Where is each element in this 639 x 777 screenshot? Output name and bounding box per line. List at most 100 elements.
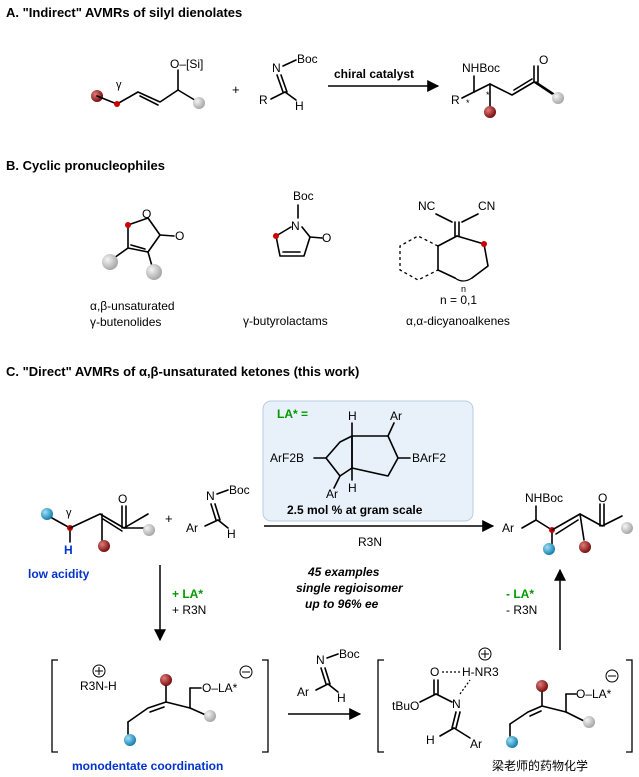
butenolide-label-2: γ-butenolides [90,315,161,329]
lactam-boc-label: Boc [293,189,314,203]
ring-size-label: n = 0,1 [440,293,477,307]
butenolide-gray-dot-2 [146,264,162,280]
boc-imine-mid: N Boc Ar H [297,647,360,705]
product-nhboc: NHBoc [462,61,500,75]
enolate-gray-dot [204,710,216,722]
regioisomer-label: single regioisomer [296,581,404,595]
bicyclic-borane-catalyst: H Ar Ar H [313,409,411,501]
alpha-red-dot [98,540,110,552]
butenolide: O O [102,207,184,280]
catalyst-ar-top: Ar [390,409,402,423]
mid-imine-ar: Ar [297,685,309,699]
silyl-dienolate: γ O–[Si] [91,57,205,109]
butenolide-gamma-marker [125,222,131,228]
imine-r-label: R [259,93,268,107]
lactam-gamma-marker [273,233,279,239]
catalyst-ar-bottom: Ar [326,487,338,501]
up-reagent-1: - LA* [506,587,534,601]
right-bracket-open [377,659,384,753]
carbamate-o: O [430,665,439,679]
silyl-ether-label: O–[Si] [170,57,203,71]
butenolide-gray-dot-1 [102,254,118,270]
ts-o-la: O–LA* [576,687,612,701]
lactam-o-label: O [322,231,331,245]
imine-c-ar: Ar [186,521,198,535]
imine-c-h: H [227,527,236,541]
boc-imine-a: N Boc R H [259,52,318,113]
amine-base-label: R3N [358,535,382,549]
down-reagent-1: + LA* [172,587,203,601]
butenolide-co-label: O [175,229,184,243]
left-bracket-close [262,659,269,753]
ee-label: up to 96% ee [305,597,379,611]
ts-red-dot [536,680,548,692]
section-c-heading: C. "Direct" AVMRs of α,β-unsaturated ket… [6,364,359,379]
ts-n-label: N [452,697,461,711]
ammonium-label: R3N-H [80,679,117,693]
section-b-heading: B. Cyclic pronucleophiles [6,158,165,173]
left-bracket-open [51,659,58,753]
arrow-a-label: chiral catalyst [334,67,414,81]
enone-substrate: H γ O [41,492,155,557]
imine-c-boc: Boc [229,483,250,497]
plus-sign-c: + [165,511,173,526]
dicyano-label: α,α-dicyanoalkenes [406,314,510,328]
examples-count: 45 examples [307,565,380,579]
catalyst-right-group: BArF2 [412,451,446,465]
plus-charge-circle [92,664,106,678]
lactam-n-label: N [291,219,300,233]
dicyano-gamma-marker [481,241,487,247]
catalyst-h-bottom: H [348,481,357,495]
ketone-gray-dot [143,524,155,536]
ts-ar-label: Ar [470,737,482,751]
boc-imine-c: N Boc Ar H [186,483,250,541]
ts-plus-circle [478,647,492,661]
imine-n-label: N [272,61,281,75]
enolate-red-dot [160,674,172,686]
gamma-label-c: γ [66,507,72,519]
imine-boc-label: Boc [297,52,318,66]
dicyanoalkene: NC CN n [399,199,495,294]
product-c-gray-dot [621,522,633,534]
watermark: 梁老师的药物化学 [492,758,588,773]
product-c-nhboc: NHBoc [525,491,563,505]
imine-h-label: H [295,99,304,113]
product-c-ar: Ar [502,521,514,535]
catalyst-h-top: H [348,409,357,423]
h-nr3-label: H-NR3 [462,665,499,679]
blue-gamma-dot [41,508,53,520]
gamma-label: γ [116,79,122,91]
butenolide-o-label: O [142,207,151,221]
down-reagent-2: + R3N [172,603,206,617]
ammonium-enolate: R3N-H O–LA* [80,664,253,746]
gray-substituent-dot [193,97,205,109]
product-c: NHBoc Ar O [502,491,633,555]
gamma-h-label: H [64,543,73,557]
butyrolactam: Boc N O [273,189,331,257]
product-gray-dot [552,92,564,104]
ketone-o-label: O [118,492,127,506]
low-acidity-label: low acidity [28,567,90,581]
product-c-o: O [598,491,607,505]
product-o-label: O [539,53,548,67]
minus-charge-circle [239,665,253,679]
mid-imine-n: N [316,653,325,667]
product-red-dot [484,106,496,118]
mid-imine-h: H [337,691,346,705]
catalyst-box [262,400,474,522]
plus-sign: + [232,82,240,97]
up-reagent-2: - R3N [506,603,537,617]
right-bracket-close [626,659,633,753]
section-a-heading: A. "Indirect" AVMRs of silyl dienolates [6,5,242,20]
stereo-star-1: * [466,98,470,108]
mid-imine-boc: Boc [339,647,360,661]
la-label: LA* = [277,407,308,421]
nc-label: NC [418,199,436,213]
ternary-complex: O H-NR3 tBuO N H Ar O–LA* [392,647,619,751]
ts-blue-dot [506,736,518,748]
tbuo-label: tBuO [392,699,419,713]
butenolide-label-1: α,β-unsaturated [90,299,175,313]
imine-c-n: N [206,489,215,503]
ts-gray-dot [583,716,595,728]
